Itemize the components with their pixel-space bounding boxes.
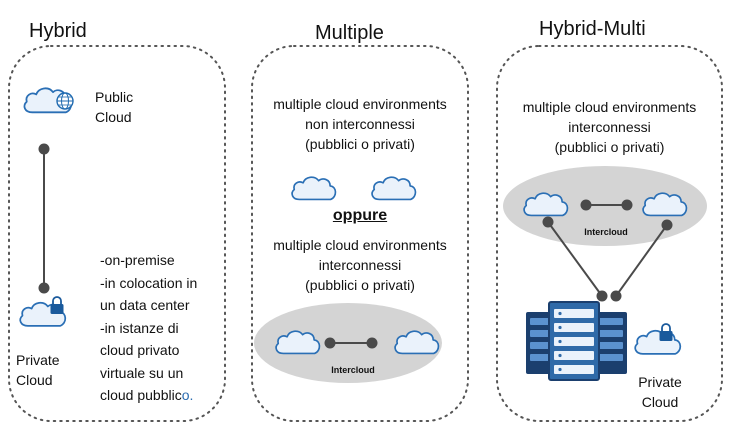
public-cloud-icon bbox=[23, 87, 74, 114]
intercloud-label-hm: Intercloud bbox=[584, 227, 628, 237]
deployment-option: virtuale su un bbox=[100, 364, 184, 381]
desc-line: multiple cloud environments bbox=[522, 99, 697, 115]
deployment-options-list: -on-premise -in colocation in un data ce… bbox=[100, 249, 197, 407]
multiple-desc-interconnected: multiple cloud environments interconness… bbox=[252, 235, 468, 295]
public-cloud-label: Public Cloud bbox=[95, 87, 133, 127]
private-cloud-label-line2: Cloud bbox=[16, 372, 53, 388]
multiple-desc-non-interconnected: multiple cloud environments non intercon… bbox=[252, 94, 468, 154]
private-cloud-label-hm-line2: Cloud bbox=[641, 394, 679, 410]
deployment-option-text: cloud pubblic bbox=[100, 387, 182, 403]
standalone-cloud-icon-2 bbox=[371, 176, 417, 201]
desc-line: multiple cloud environments bbox=[273, 96, 447, 112]
datacenter-connectors bbox=[542, 216, 673, 302]
intercloud-link-hm bbox=[580, 199, 633, 211]
or-label: oppure bbox=[332, 207, 388, 224]
private-cloud-lock-icon bbox=[19, 296, 67, 327]
panel-title-hybrid: Hybrid bbox=[29, 20, 87, 42]
desc-line: (pubblici o privati) bbox=[554, 139, 665, 155]
hybrid-multi-desc: multiple cloud environments interconness… bbox=[497, 97, 722, 157]
panel-title-multiple: Multiple bbox=[315, 22, 384, 44]
public-cloud-label-line2: Cloud bbox=[95, 109, 132, 125]
desc-line: (pubblici o privati) bbox=[305, 136, 415, 152]
desc-line: (pubblici o privati) bbox=[305, 277, 415, 293]
private-cloud-label-line1: Private bbox=[16, 352, 60, 368]
deployment-option: -in istanze di bbox=[100, 319, 179, 336]
private-cloud-label: Private Cloud bbox=[16, 350, 60, 390]
private-cloud-lock-icon-hm bbox=[634, 323, 682, 355]
deployment-option-last: cloud pubblico. bbox=[100, 384, 197, 407]
deployment-option: un data center bbox=[100, 297, 190, 313]
intercloud-label: Intercloud bbox=[331, 365, 375, 375]
deployment-option: -on-premise bbox=[100, 252, 175, 268]
panel-hybrid-multi-border bbox=[496, 45, 723, 422]
deployment-option: cloud privato bbox=[100, 342, 180, 358]
desc-line: multiple cloud environments bbox=[273, 237, 447, 253]
desc-line: interconnessi bbox=[318, 257, 402, 273]
deployment-option-tail: o. bbox=[181, 387, 194, 403]
desc-line: non interconnessi bbox=[305, 116, 415, 132]
panel-hybrid-border bbox=[8, 45, 226, 422]
private-cloud-label-hm-line1: Private bbox=[638, 374, 682, 390]
panel-multiple-border bbox=[251, 45, 469, 422]
hybrid-connector bbox=[38, 143, 50, 294]
desc-line: interconnessi bbox=[568, 119, 651, 135]
public-cloud-label-line1: Public bbox=[95, 89, 134, 105]
panel-title-hybrid-multi: Hybrid-Multi bbox=[539, 18, 646, 40]
standalone-cloud-icon bbox=[291, 176, 337, 201]
intercloud-link bbox=[324, 337, 378, 349]
private-cloud-label-hm: Private Cloud bbox=[624, 372, 696, 412]
deployment-option: -in colocation in bbox=[100, 274, 198, 291]
server-rack-icon bbox=[526, 301, 627, 381]
